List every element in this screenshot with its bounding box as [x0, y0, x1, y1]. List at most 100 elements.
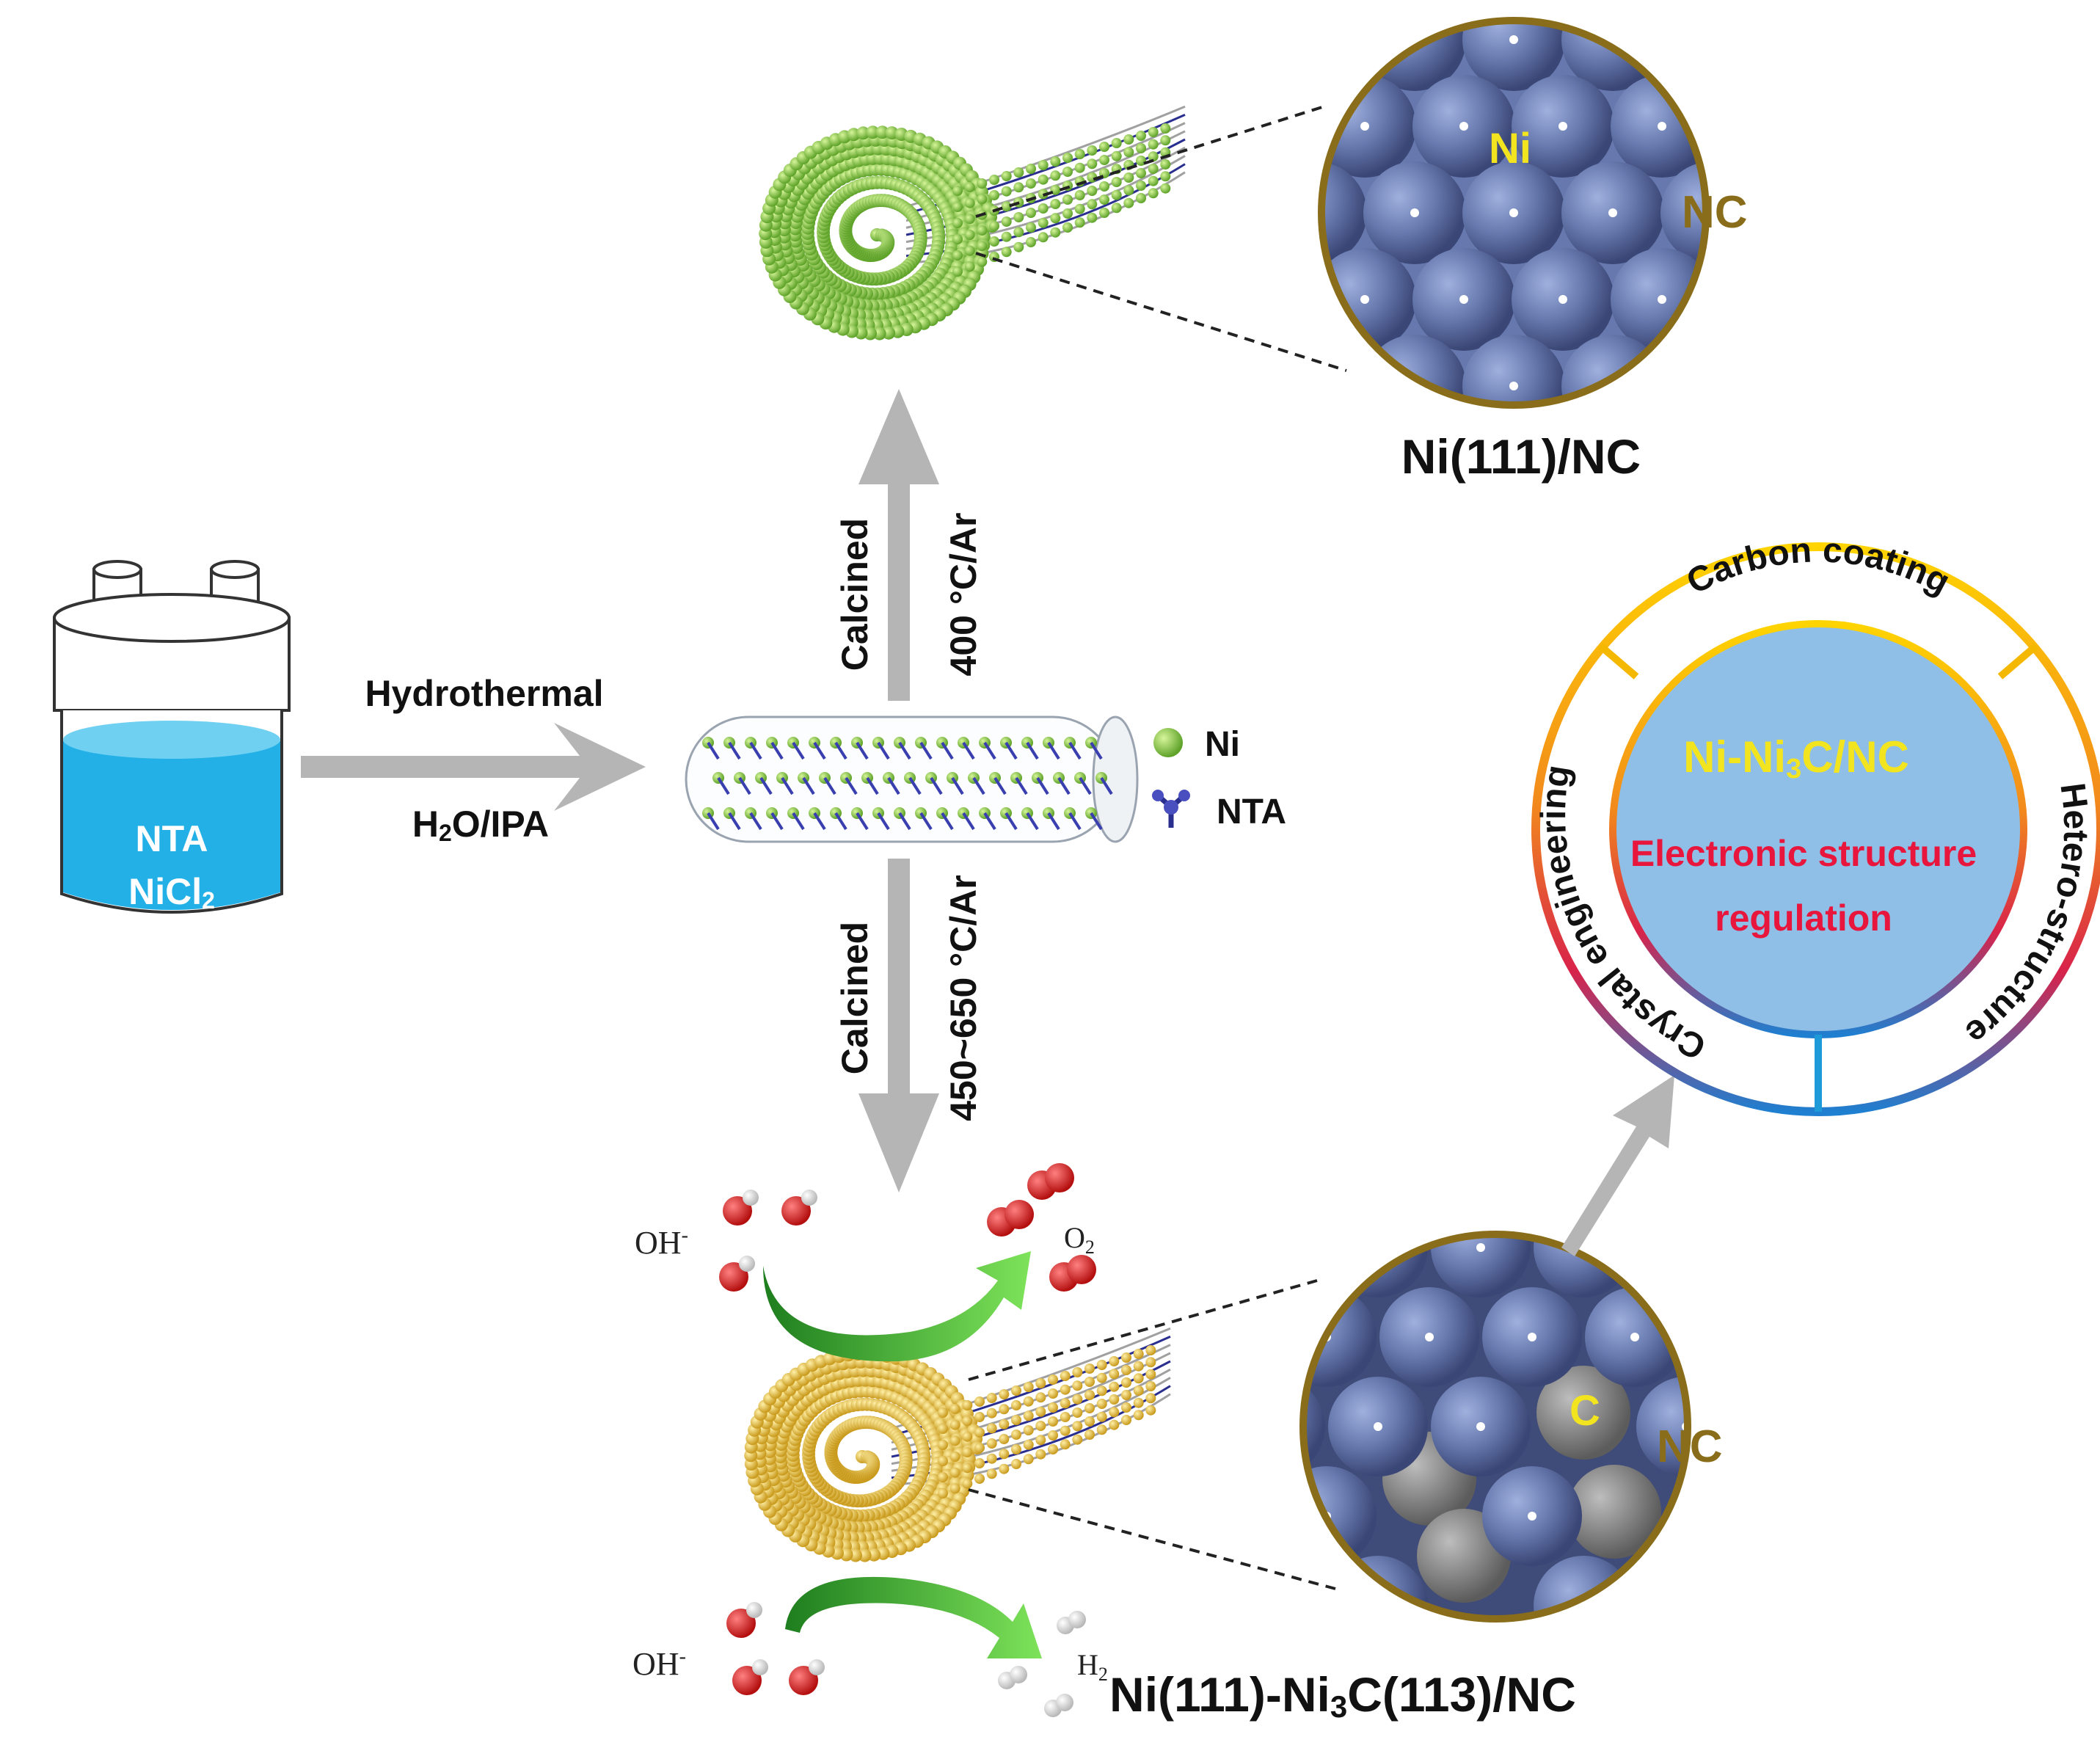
structure-atom [1160, 183, 1171, 194]
o2-atom [1067, 1255, 1096, 1284]
atom-highlight [1608, 555, 1617, 564]
tube-nta-linker [1005, 812, 1018, 831]
structure-atom [1035, 1406, 1046, 1417]
tube-nta-linker [994, 776, 1007, 795]
structure-atom [938, 1424, 948, 1434]
atom-highlight [1322, 1154, 1331, 1162]
atom-highlight [1261, 468, 1270, 477]
structure-atom [1148, 164, 1159, 174]
atom-highlight [1658, 295, 1666, 304]
structure-atom [1060, 1371, 1071, 1381]
structure-atom [1096, 1360, 1107, 1370]
tube-nta-linker [1026, 812, 1039, 831]
atom-highlight [1425, 1154, 1434, 1162]
structure-atom [1096, 1399, 1107, 1409]
structure-atom [1084, 1403, 1095, 1413]
ni-atom [1790, 1466, 1890, 1566]
structure-atom [1026, 164, 1036, 174]
ni-atom [1710, 75, 1812, 178]
atom-highlight [1630, 1333, 1639, 1341]
atom-highlight [1733, 1333, 1742, 1341]
structure-atom [1133, 1410, 1144, 1421]
atom-highlight [1476, 1422, 1485, 1431]
ni-atom [1842, 1377, 1942, 1476]
ni-atom [1303, 1556, 1325, 1619]
structure-atom [1099, 208, 1109, 218]
ni-atom [1809, 248, 1911, 351]
ni-atom [1688, 1108, 1787, 1208]
temp-up-label: 400 °C/Ar [943, 513, 984, 677]
ni-atom [1115, 0, 1218, 4]
hydrogen-label: H2 [1077, 1648, 1108, 1685]
c-atom-label: C [1569, 1387, 1600, 1435]
structure-atom [1011, 1385, 1021, 1396]
structure-atom [1145, 1369, 1156, 1380]
atom-highlight [1219, 1333, 1228, 1341]
structure-atom [964, 261, 975, 272]
structure-atom [938, 1472, 948, 1482]
ni-atom [1893, 1645, 1993, 1745]
structure-atom [1035, 1449, 1046, 1460]
structure-atom [1087, 212, 1098, 223]
ni111-ni3c113-nc-title: Ni(111)-Ni3C(113)/NC [1109, 1667, 1576, 1724]
ni-atom [1379, 1108, 1479, 1208]
structure-atom [1096, 1372, 1107, 1383]
ni-atom [1739, 1377, 1839, 1476]
ni-atom [1123, 1019, 1222, 1118]
atom-highlight [1168, 1243, 1177, 1252]
atom-highlight [1476, 1064, 1485, 1073]
atom-highlight [1558, 295, 1567, 304]
structure-atom [1136, 168, 1146, 178]
ni-atom [1908, 0, 2010, 4]
atom-highlight [1509, 35, 1518, 44]
tube-nta-linker [1090, 812, 1103, 831]
atom-highlight [1168, 1064, 1177, 1073]
atom-highlight [1707, 382, 1716, 390]
structure-atom [1148, 127, 1159, 137]
atom-highlight [1509, 382, 1518, 390]
structure-atom [1148, 175, 1159, 186]
structure-atom [1133, 1373, 1144, 1384]
structure-atom [1145, 1405, 1156, 1416]
atom-highlight [1212, 555, 1221, 564]
atom-highlight [1682, 1243, 1688, 1252]
tube-nta-linker [856, 812, 869, 831]
structure-atom [1087, 145, 1098, 156]
ni-atom [1512, 0, 1614, 4]
structure-atom [1011, 1430, 1021, 1440]
atom-highlight [1784, 1064, 1793, 1073]
structure-atom [952, 218, 963, 228]
structure-atom [1074, 190, 1085, 200]
ni-atom [1066, 508, 1169, 611]
structure-atom [1023, 1382, 1034, 1392]
structure-atom [974, 1458, 985, 1468]
structure-atom [964, 182, 975, 192]
structure-atom [1050, 156, 1061, 167]
structure-atom [974, 1427, 985, 1438]
structure-atom [952, 202, 963, 212]
structure-atom [1011, 1444, 1021, 1454]
atom-highlight [1733, 1512, 1742, 1521]
structure-atom [989, 236, 999, 247]
structure-atom [1013, 182, 1024, 193]
tube-nta-linker [972, 776, 985, 795]
structure-atom [1072, 1367, 1083, 1377]
hydroxide-hydrogen [809, 1659, 825, 1675]
structure-atom [1001, 201, 1012, 212]
ni-atom [1688, 1287, 1787, 1387]
ni-atom [1842, 1735, 1942, 1748]
ni-atom [1214, 0, 1317, 4]
structure-atom [1133, 1397, 1144, 1408]
atom-highlight [1658, 468, 1666, 477]
structure-atom [1035, 1421, 1046, 1431]
structure-atom [962, 1478, 973, 1489]
ni-atom [1710, 248, 1812, 351]
structure-atom [1160, 159, 1171, 170]
ni-atom [1660, 335, 1706, 405]
structure-atom [1099, 181, 1109, 192]
ni-atom [1321, 21, 1367, 91]
atom-highlight [1311, 555, 1320, 564]
structure-atom [1072, 1380, 1083, 1391]
legend-ni-label: Ni [1205, 725, 1240, 764]
structure-atom [949, 1483, 960, 1494]
